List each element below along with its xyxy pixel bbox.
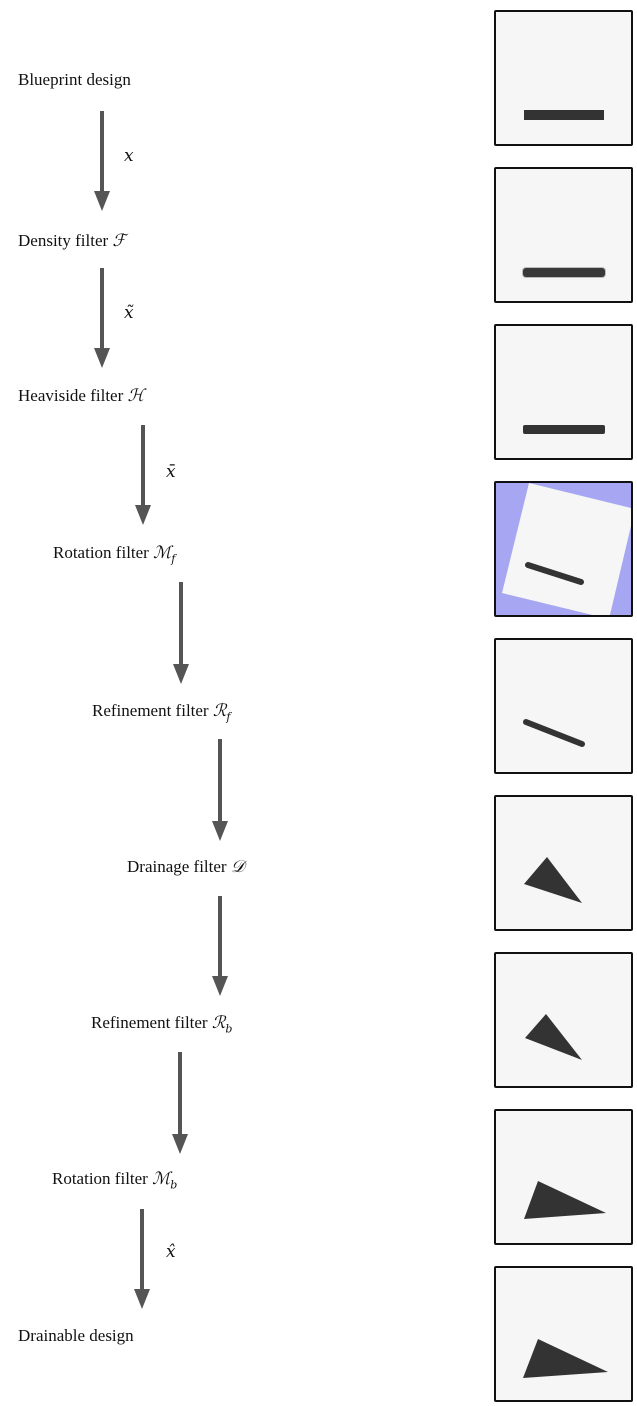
stage-label-drainable-design: Drainable design bbox=[18, 1326, 134, 1345]
stage-label-drainage-filter: Drainage filter 𝒟 bbox=[127, 857, 245, 877]
refinement-filter-b-symbol: ℛb bbox=[211, 1013, 233, 1036]
stage-label-rotation-filter-f: Rotation filter ℳf bbox=[53, 543, 176, 566]
refinement-filter-f-symbol: ℛf bbox=[212, 701, 231, 724]
panel-rotation-filter-f bbox=[494, 481, 633, 617]
stage-label-refinement-filter-f: Refinement filter ℛf bbox=[92, 701, 231, 724]
var-x-hat: x̂ bbox=[166, 1242, 176, 1262]
panel-density-filter bbox=[494, 167, 633, 303]
stage-label-blueprint: Blueprint design bbox=[18, 70, 131, 89]
density-filter-symbol: ℱ bbox=[112, 231, 126, 251]
rotation-filter-b-symbol: ℳb bbox=[152, 1169, 178, 1192]
drainage-filter-symbol: 𝒟 bbox=[230, 857, 245, 877]
panel-drainage-filter bbox=[494, 795, 633, 931]
panel-blueprint bbox=[494, 10, 633, 146]
stage-label-density-filter: Density filter ℱ bbox=[18, 231, 126, 251]
var-x-bar: x̄ bbox=[166, 462, 176, 482]
panel-heaviside-filter bbox=[494, 324, 633, 460]
stage-label-heaviside-filter: Heaviside filter ℋ bbox=[18, 386, 145, 406]
rotation-filter-f-symbol: ℳf bbox=[153, 543, 176, 566]
panel-refinement-filter-f bbox=[494, 638, 633, 774]
panel-rotation-filter-b bbox=[494, 1109, 633, 1245]
stage-label-rotation-filter-b: Rotation filter ℳb bbox=[52, 1169, 178, 1192]
panel-drainable-design bbox=[494, 1266, 633, 1402]
stage-label-refinement-filter-b: Refinement filter ℛb bbox=[91, 1013, 233, 1036]
var-x-tilde: x̃ bbox=[124, 303, 134, 323]
var-x: x bbox=[124, 146, 134, 166]
heaviside-filter-symbol: ℋ bbox=[127, 386, 145, 406]
panel-refinement-filter-b bbox=[494, 952, 633, 1088]
